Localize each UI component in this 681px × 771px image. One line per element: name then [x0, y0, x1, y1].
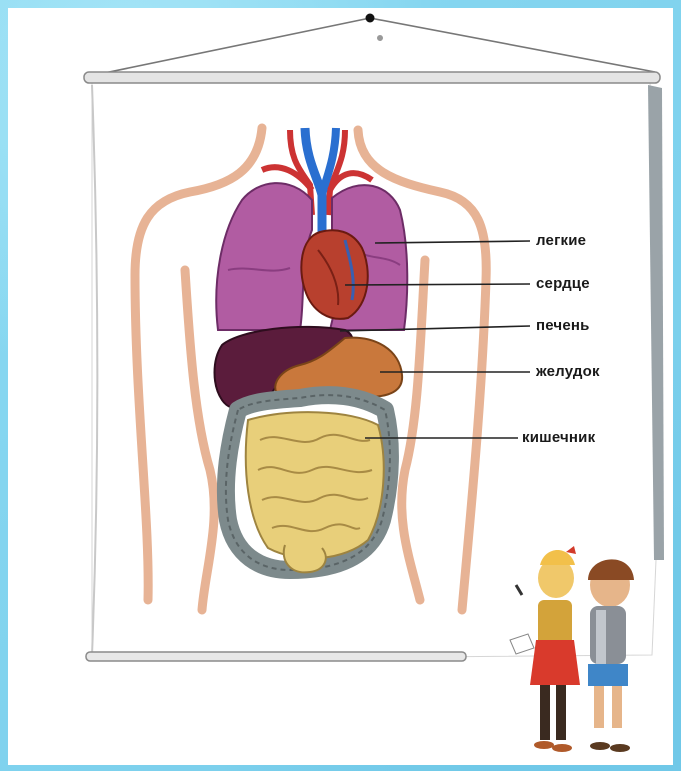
- top-rod: [84, 72, 660, 83]
- label-stomach: желудок: [536, 363, 600, 380]
- hanging-string: [90, 14, 655, 77]
- label-liver: печень: [536, 317, 590, 334]
- leader-heart: [345, 284, 530, 285]
- label-intestine: кишечник: [522, 429, 595, 446]
- bottom-rod: [86, 652, 466, 661]
- label-heart: сердце: [536, 275, 590, 292]
- nail-icon: [366, 14, 375, 23]
- label-lungs: легкие: [536, 232, 586, 249]
